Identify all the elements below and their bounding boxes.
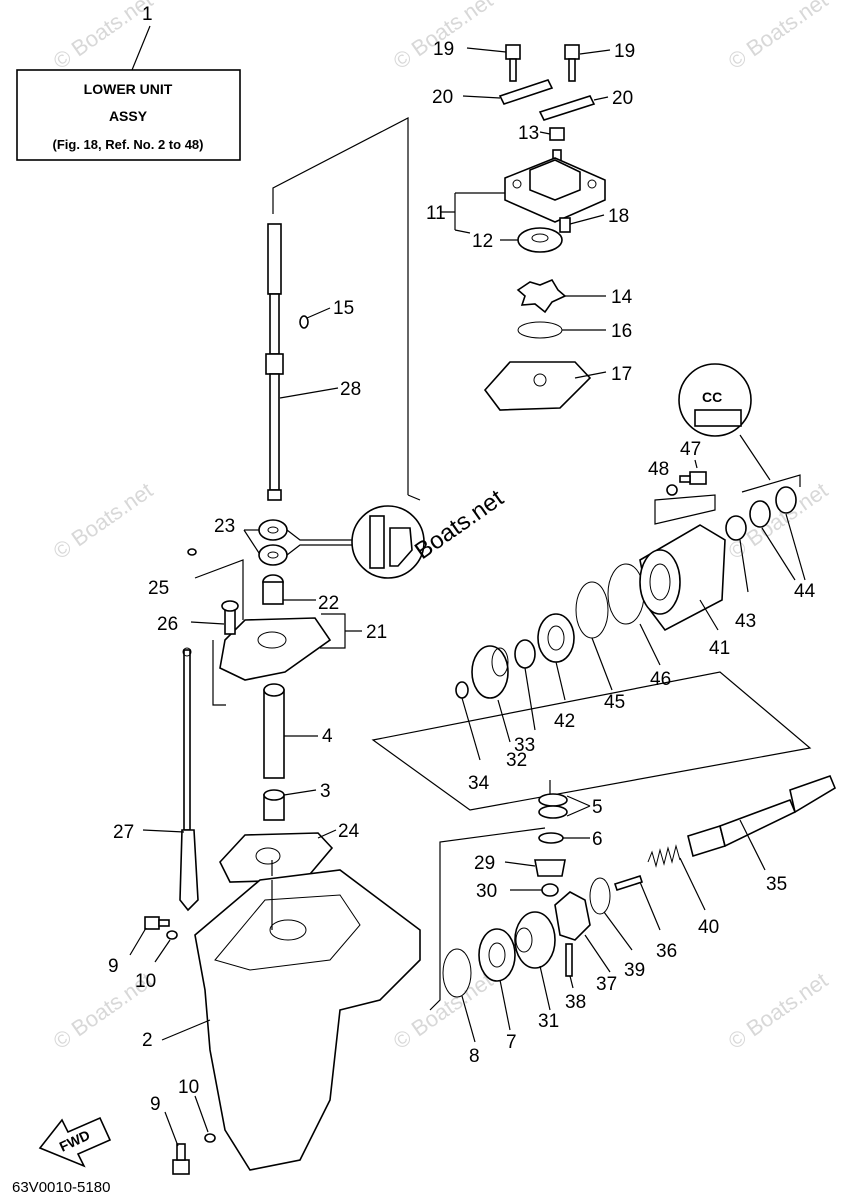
callout-46: 46 [650,669,671,690]
watermark: © Boats.net [724,0,833,74]
callout-45: 45 [604,692,625,713]
callout-41: 41 [709,638,730,659]
callout-42: 42 [554,711,575,732]
diagram-code: 63V0010-5180 [12,1179,110,1196]
callout-13: 13 [518,123,539,144]
callout-37: 37 [596,974,617,995]
callout-20: 20 [612,88,633,109]
callout-10: 10 [135,971,156,992]
callout-24: 24 [338,821,360,842]
cc-icon: CC [702,389,722,405]
callout-33: 33 [514,735,535,756]
callout-36: 36 [656,941,677,962]
callout-7: 7 [506,1032,517,1053]
title-line-3: (Fig. 18, Ref. No. 2 to 48) [53,137,204,152]
callout-14: 14 [611,287,633,308]
callout-3: 3 [320,781,331,802]
callout-2: 2 [142,1030,153,1051]
callout-labels: 2 3 4 5 6 7 8 9 9 10 10 11 12 13 14 15 1… [108,39,816,1115]
title-line-2: ASSY [109,108,148,124]
callout-29: 29 [474,853,495,874]
callout-27: 27 [113,822,134,843]
callout-17: 17 [611,364,632,385]
callout-19: 19 [433,39,454,60]
callout-5: 5 [592,797,603,818]
watermark: © Boats.net [49,0,158,74]
shift-rod-group [142,647,199,912]
gear-group [442,774,837,1043]
brand-label: Boats.net [410,484,509,564]
callout-44: 44 [794,581,816,602]
callout-21: 21 [366,622,387,643]
callout-1: 1 [142,4,153,25]
title-line-1: LOWER UNIT [84,81,173,97]
callout-18: 18 [608,206,629,227]
callout-48: 48 [648,459,669,480]
callout-9: 9 [150,1094,161,1115]
callout-9: 9 [108,956,119,977]
water-pump-group [440,44,611,411]
callout-23: 23 [214,516,235,537]
callout-28: 28 [340,379,361,400]
callout-26: 26 [157,614,178,635]
callout-4: 4 [322,726,333,747]
callout-8: 8 [469,1046,480,1067]
callout-35: 35 [766,874,787,895]
callout-15: 15 [333,298,354,319]
callout-10: 10 [178,1077,199,1098]
callout-22: 22 [318,593,339,614]
fwd-arrow: FWD [38,1116,112,1168]
bolt-head [564,44,580,60]
callout-30: 30 [476,881,497,902]
callout-25: 25 [148,578,169,599]
callout-43: 43 [735,611,756,632]
callout-47: 47 [680,439,701,460]
watermark: © Boats.net [49,477,158,564]
prop-shaft-group: CC [371,363,812,811]
water-tube-group [187,548,362,706]
callout-6: 6 [592,829,603,850]
watermark: © Boats.net [724,967,833,1054]
callout-40: 40 [698,917,719,938]
title-box: 1 LOWER UNIT ASSY (Fig. 18, Ref. No. 2 t… [16,4,241,161]
callout-34: 34 [468,773,490,794]
callout-20: 20 [432,87,453,108]
callout-39: 39 [624,960,645,981]
callout-12: 12 [472,231,493,252]
bearing-group: Boats.net [243,484,509,579]
driveshaft-group [265,117,409,501]
watermark: © Boats.net [389,0,498,74]
bolt-head [505,44,521,60]
watermark: © Boats.net [389,967,498,1054]
callout-11: 11 [426,203,446,224]
callout-19: 19 [614,41,635,62]
tube-group [219,683,337,883]
callout-31: 31 [538,1011,559,1032]
callout-38: 38 [565,992,586,1013]
callout-16: 16 [611,321,632,342]
callout-32: 32 [506,750,527,771]
